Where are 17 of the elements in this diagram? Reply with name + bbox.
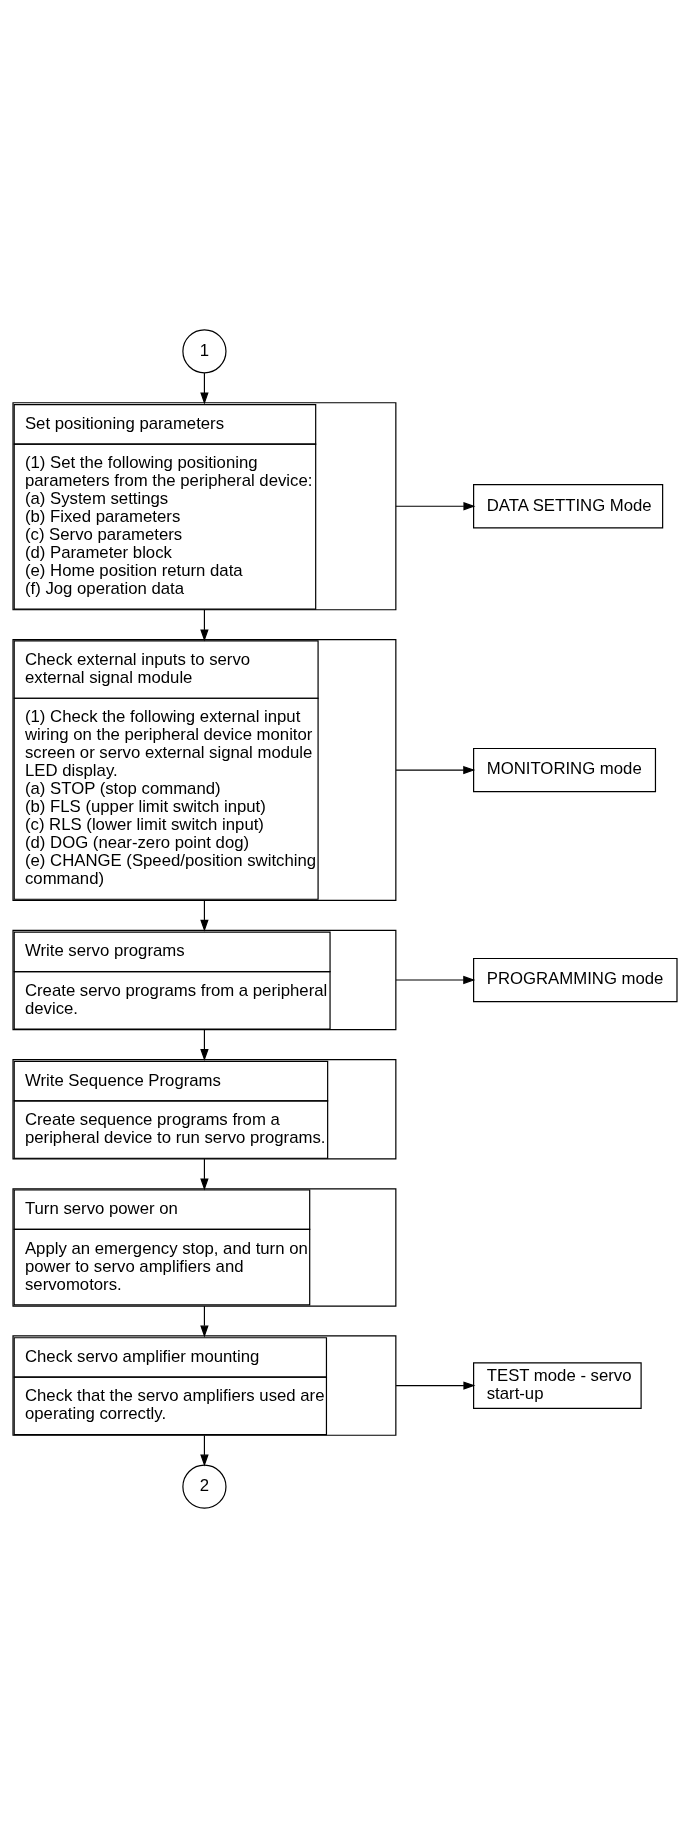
arrow bbox=[200, 1158, 209, 1191]
arrow bbox=[200, 1029, 209, 1062]
arrow bbox=[200, 609, 209, 642]
node-box: TEST mode - servo start-up bbox=[473, 1362, 642, 1409]
arrow bbox=[395, 975, 476, 985]
arrow bbox=[395, 765, 476, 775]
node-box: PROGRAMMING mode bbox=[473, 957, 678, 1003]
arrow bbox=[200, 900, 209, 932]
arrow bbox=[200, 1305, 209, 1338]
arrow bbox=[395, 502, 476, 511]
node-box: DATA SETTING Mode bbox=[473, 484, 664, 529]
arrow bbox=[200, 372, 209, 405]
arrow bbox=[200, 1434, 209, 1467]
node-circle: 1 bbox=[182, 329, 227, 374]
node-box: MONITORING mode bbox=[473, 747, 657, 793]
node-circle: 2 bbox=[182, 1464, 227, 1509]
arrow bbox=[395, 1381, 476, 1390]
